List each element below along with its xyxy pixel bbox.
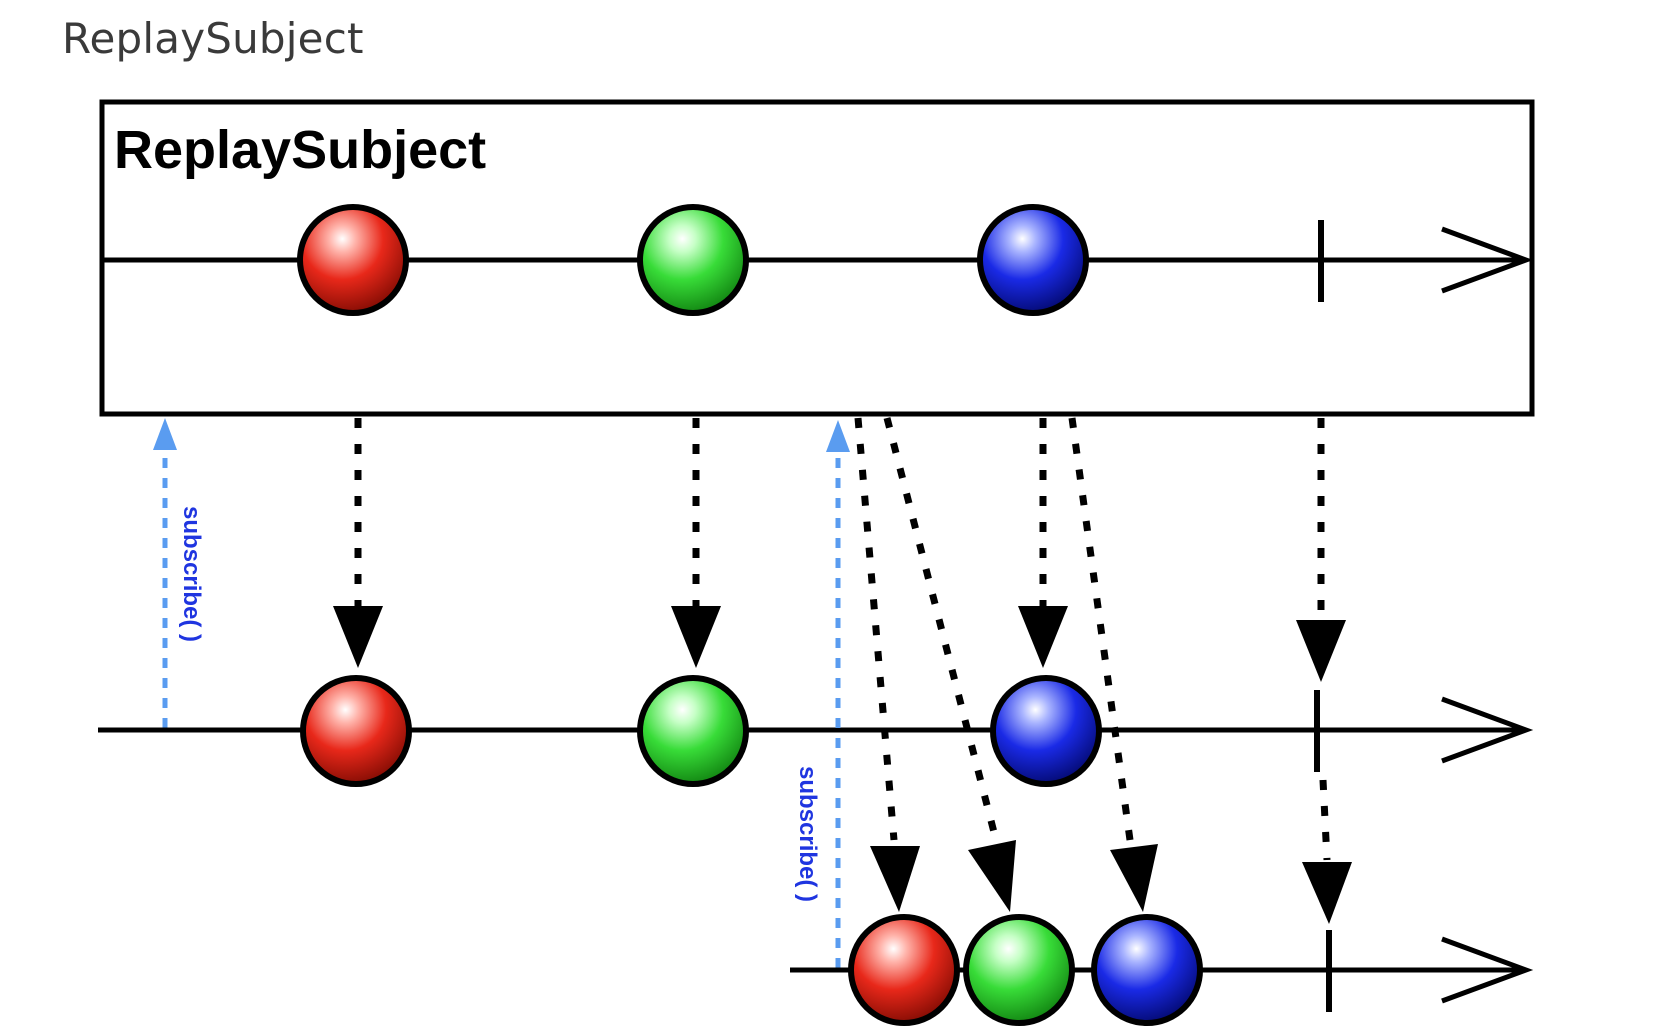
- source-marble-red-icon: [297, 204, 409, 316]
- subscriber1-emission-arrows: [333, 418, 1346, 682]
- emission-arrow-icon: [968, 840, 1016, 912]
- emission-arrow-icon: [1110, 844, 1158, 912]
- subscriber1-timeline-arrow-icon: [1441, 696, 1534, 764]
- emission-arrow-icon: [1302, 862, 1352, 924]
- subscriber2-subscribe-label: subscribe( ): [794, 766, 821, 902]
- subscriber1-subscribe-arrow: [153, 418, 177, 728]
- subscriber1-subscribe-label: subscribe( ): [178, 506, 205, 642]
- subscriber1-timeline: [98, 675, 1534, 787]
- subscriber2-subscribe-arrow-icon: [826, 420, 850, 452]
- subscriber2-emission-arrows: [854, 417, 1352, 924]
- subscriber1-marble-blue-icon: [990, 675, 1102, 787]
- emission-arrow-icon: [333, 606, 383, 668]
- subscriber2-marble-red-icon: [848, 914, 960, 1026]
- subscriber2-timeline-arrow-icon: [1441, 936, 1534, 1004]
- subscriber1-marble-green-icon: [637, 675, 749, 787]
- subject-box-title: ReplaySubject: [114, 120, 486, 180]
- subscriber2-marble-green-icon: [963, 914, 1075, 1026]
- subscriber1-marble-red-icon: [300, 675, 412, 787]
- emission-arrow-icon: [671, 606, 721, 668]
- emission-arrow-icon: [1296, 620, 1346, 682]
- emission-arrow-icon: [1018, 606, 1068, 668]
- subscriber2-marble-blue-icon: [1091, 914, 1203, 1026]
- source-timeline: [102, 204, 1534, 316]
- subscriber2-subscribe-arrow: [826, 420, 850, 968]
- page-title: ReplaySubject: [62, 14, 364, 63]
- subscriber2-timeline: [790, 914, 1534, 1026]
- subscriber1-subscribe-arrow-icon: [153, 418, 177, 450]
- source-marble-blue-icon: [977, 204, 1089, 316]
- emission-arrow-icon: [870, 846, 920, 912]
- source-marble-green-icon: [637, 204, 749, 316]
- source-timeline-arrow-icon: [1441, 226, 1534, 294]
